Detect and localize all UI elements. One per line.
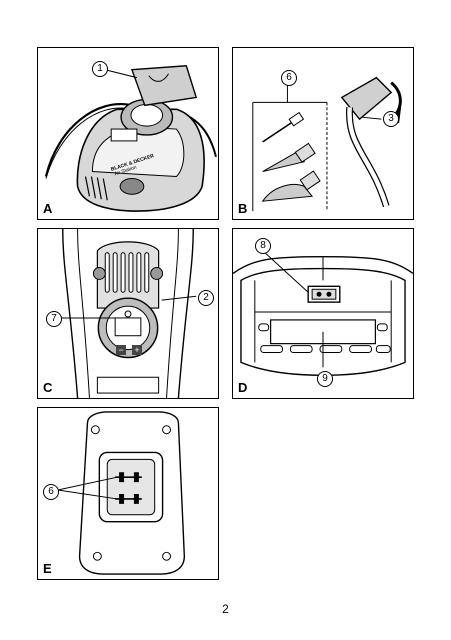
panel-label-a: A: [43, 201, 53, 216]
callout-7: 7: [46, 311, 62, 327]
control-panel-illustration: [59, 229, 197, 398]
callout-9: 9: [317, 371, 333, 387]
callout-2: 2: [198, 290, 214, 306]
page-number: 2: [222, 602, 229, 616]
compressor-illustration: [44, 65, 217, 212]
figure-panel-c: 2 7 − + C: [37, 228, 219, 399]
storage-compartment-illustration: [233, 250, 413, 376]
figure-panel-b: 6 3 B: [232, 47, 414, 220]
callout-6-e: 6: [43, 484, 59, 500]
panel-label-d: D: [238, 380, 248, 395]
adaptors-illustration: [252, 76, 402, 212]
figure-panel-a: 1 BLACK & DECKER Air Station A: [37, 47, 219, 220]
minus-button: −: [116, 345, 126, 355]
callout-1: 1: [92, 61, 108, 77]
panel-label-b: B: [238, 201, 248, 216]
underside-illustration: [57, 411, 186, 575]
plus-button: +: [132, 345, 142, 355]
panel-label-c: C: [43, 380, 53, 395]
figure-panel-e: 6 E: [37, 407, 219, 580]
panel-label-e: E: [43, 561, 52, 576]
callout-8: 8: [255, 238, 271, 254]
figure-panel-d: 8 9 D: [232, 228, 414, 399]
callout-3: 3: [383, 111, 399, 127]
callout-6: 6: [281, 70, 297, 86]
